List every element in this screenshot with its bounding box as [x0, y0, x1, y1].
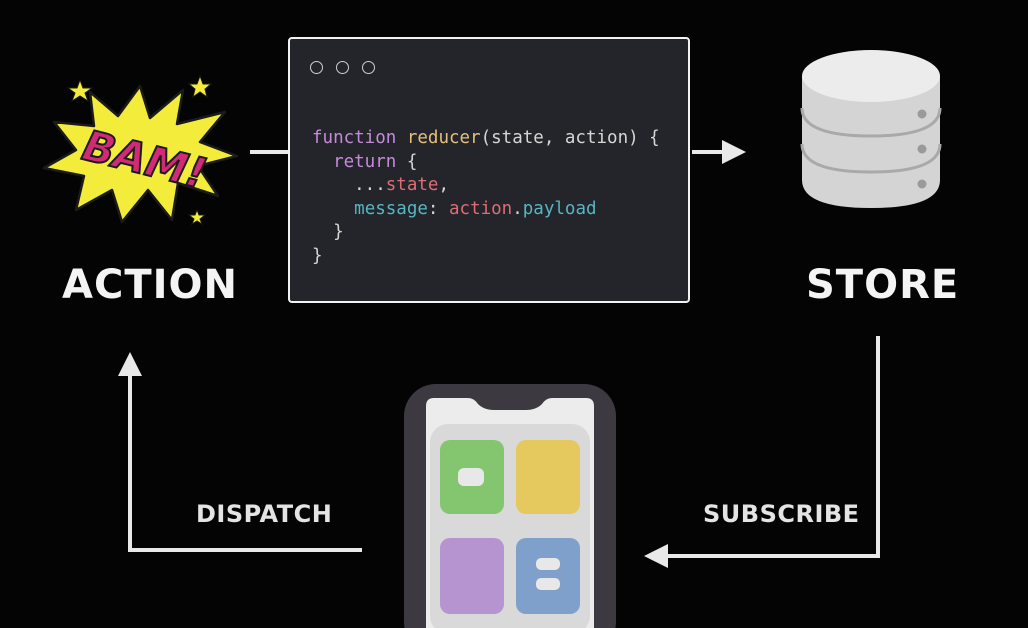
comic-bam-burst-icon: BAM! — [42, 74, 239, 226]
subscribe-label: SUBSCRIBE — [703, 500, 860, 528]
arrowhead-right-icon — [722, 140, 746, 164]
code-token: { — [396, 151, 418, 172]
code-line: } — [312, 222, 344, 242]
code-line: message: action.payload — [312, 198, 597, 219]
code-token: action — [449, 198, 513, 219]
reducer-code-window: function reducer(state, action) { return… — [288, 37, 690, 303]
code-token: . — [512, 198, 523, 219]
code-token: return — [333, 151, 397, 172]
code-line: return { — [312, 152, 417, 172]
code-token: payload — [522, 198, 597, 219]
code-token: reducer — [406, 128, 481, 148]
arrowhead-left-icon — [644, 544, 668, 568]
reducer-code: function reducer(state, action) { return… — [312, 127, 660, 268]
store-subscribe-line — [666, 336, 880, 558]
code-token: (state, action) { — [480, 128, 660, 148]
code-token: function — [312, 128, 397, 148]
store-label: STORE — [806, 262, 960, 308]
code-token: message — [354, 198, 428, 219]
dispatch-label: DISPATCH — [196, 500, 333, 528]
window-dot-icon — [310, 61, 323, 74]
smartphone-app-icon — [404, 384, 616, 628]
code-token: state — [385, 175, 439, 195]
action-label: ACTION — [62, 262, 238, 308]
code-line: ...state, — [312, 175, 449, 195]
code-line: } — [312, 246, 323, 266]
code-token: : — [427, 198, 449, 219]
code-token: , — [438, 175, 449, 195]
code-token: ... — [312, 175, 386, 195]
code-token: } — [312, 245, 323, 266]
arrowhead-up-icon — [118, 352, 142, 376]
code-line: function reducer(state, action) { — [312, 128, 660, 148]
window-dot-icon — [362, 61, 375, 74]
database-icon — [800, 50, 942, 208]
code-token: } — [312, 222, 344, 242]
dispatch-line — [128, 374, 362, 552]
window-dot-icon — [336, 61, 349, 74]
